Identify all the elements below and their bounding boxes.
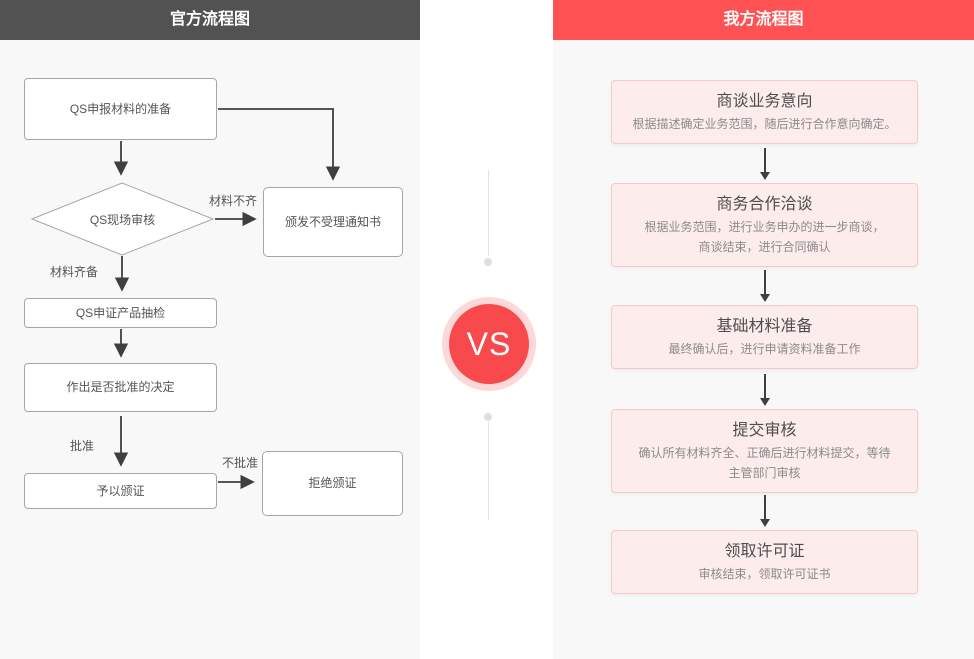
step-card-business-intent: 商谈业务意向 根据描述确定业务范围，随后进行合作意向确定。 <box>611 80 918 144</box>
down-arrow-icon <box>760 495 770 527</box>
step-card-submit-review: 提交审核 确认所有材料齐全、正确后进行材料提交，等待 主管部门审核 <box>611 409 918 493</box>
flow-node-refuse-cert: 拒绝颁证 <box>262 451 403 516</box>
step-desc: 审核结束，领取许可证书 <box>698 567 831 581</box>
down-arrow-icon <box>760 270 770 302</box>
edge-label-materials-complete: 材料齐备 <box>49 265 98 279</box>
divider-dot-top <box>484 258 492 266</box>
step-desc: 根据描述确定业务范围，随后进行合作意向确定。 <box>632 117 897 131</box>
step-card-cooperation-talk: 商务合作洽谈 根据业务范围，进行业务申办的进一步商谈， 商谈结束，进行合同确认 <box>611 183 918 267</box>
our-flow-header: 我方流程图 <box>553 0 974 40</box>
flow-node-grant-cert: 予以颁证 <box>24 473 217 509</box>
vs-divider: VS <box>420 0 553 659</box>
edge-label-materials-incomplete: 材料不齐 <box>208 194 257 208</box>
step-title: 提交审核 <box>732 422 797 439</box>
step-desc: 最终确认后，进行申请资料准备工作 <box>668 342 861 356</box>
step-card-material-prepare: 基础材料准备 最终确认后，进行申请资料准备工作 <box>611 305 918 369</box>
flow-node-sampling: QS申证产品抽检 <box>24 298 217 328</box>
step-desc: 根据业务范围，进行业务申办的进一步商谈， 商谈结束，进行合同确认 <box>644 220 885 254</box>
arrow-prepare-to-notice <box>218 108 341 181</box>
vs-badge: VS <box>442 297 536 391</box>
edge-label-approved: 批准 <box>69 439 94 453</box>
flow-node-prepare: QS申报材料的准备 <box>24 78 217 140</box>
divider-line-bottom <box>488 422 489 520</box>
down-arrow-icon <box>760 374 770 406</box>
divider-dot-bottom <box>484 413 492 421</box>
flow-node-decision: 作出是否批准的决定 <box>24 363 217 412</box>
our-flow-panel: 我方流程图 商谈业务意向 根据描述确定业务范围，随后进行合作意向确定。 商务合作… <box>553 0 974 659</box>
official-flow-header: 官方流程图 <box>0 0 420 40</box>
step-title: 商谈业务意向 <box>716 93 813 110</box>
step-title: 基础材料准备 <box>716 318 813 335</box>
step-card-get-license: 领取许可证 审核结束，领取许可证书 <box>611 530 918 594</box>
down-arrow-icon <box>760 148 770 180</box>
step-title: 商务合作洽谈 <box>716 196 813 213</box>
step-desc: 确认所有材料齐全、正确后进行材料提交，等待 主管部门审核 <box>638 446 891 480</box>
flow-node-site-review: QS现场审核 <box>89 212 156 227</box>
official-flow-panel: 官方流程图 QS申报材料的准备 QS现场审核 颁发不受理通知书 <box>0 0 420 659</box>
divider-line-top <box>488 170 489 256</box>
edge-label-not-approved: 不批准 <box>221 456 258 470</box>
flow-node-reject-notice: 颁发不受理通知书 <box>263 187 403 257</box>
vs-badge-label: VS <box>449 304 529 384</box>
step-title: 领取许可证 <box>724 543 805 560</box>
